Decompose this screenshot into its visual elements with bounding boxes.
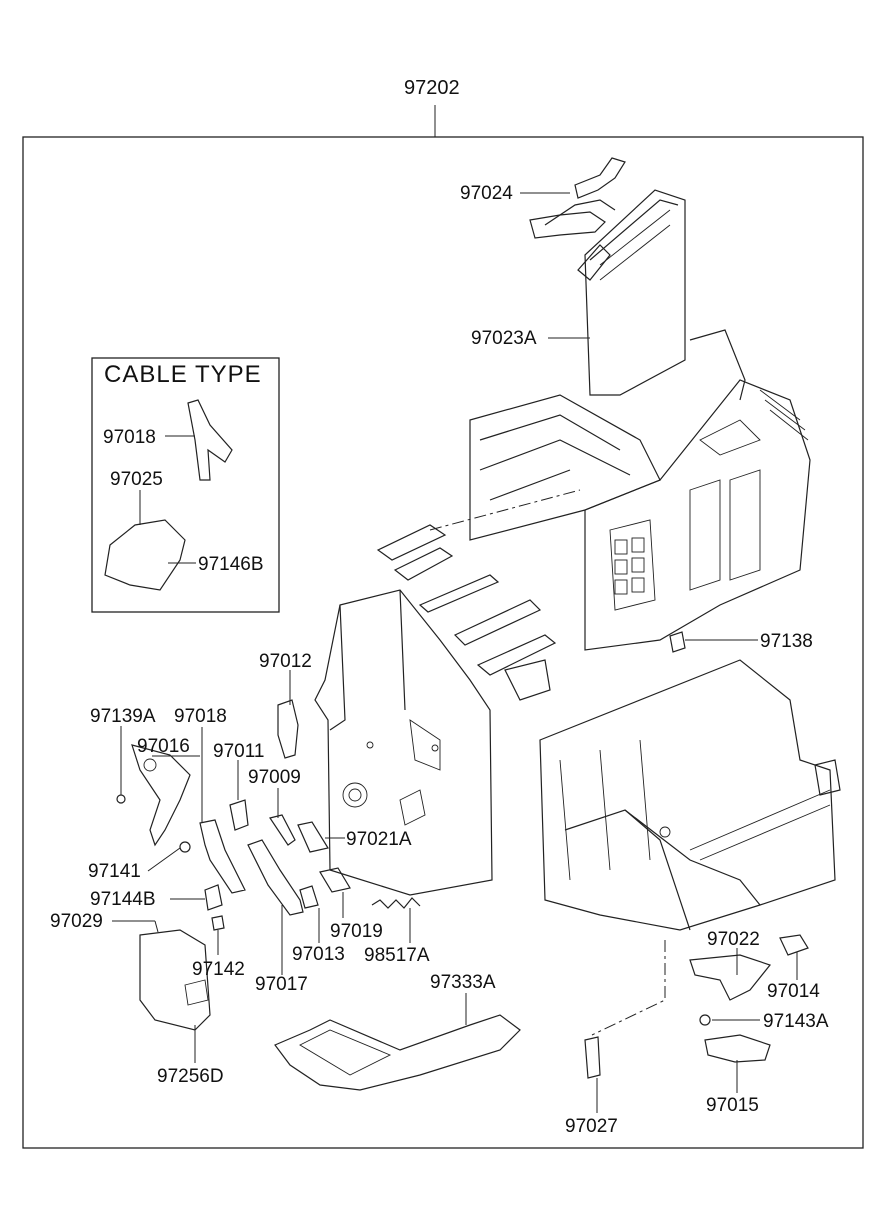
inset-part-label-97018: 97018 bbox=[103, 427, 156, 448]
part-label-97024: 97024 bbox=[460, 183, 513, 204]
part-label-97014: 97014 bbox=[767, 981, 820, 1002]
lever-97017 bbox=[247, 839, 304, 916]
door-panels bbox=[376, 489, 581, 701]
part-label-97019: 97019 bbox=[330, 921, 383, 942]
inset-lever-97018 bbox=[187, 399, 233, 481]
part-label-97333A: 97333A bbox=[430, 972, 496, 993]
part-label-97018: 97018 bbox=[174, 706, 227, 727]
cable-type-title: CABLE TYPE bbox=[104, 361, 262, 388]
part-label-97141: 97141 bbox=[88, 861, 141, 882]
part-label-97016: 97016 bbox=[137, 736, 190, 757]
spring-98517A bbox=[371, 897, 421, 909]
part-label-97143A: 97143A bbox=[763, 1011, 829, 1032]
part-label-97012: 97012 bbox=[259, 651, 312, 672]
part-label-97144B: 97144B bbox=[90, 889, 156, 910]
actuator-97256D bbox=[139, 929, 211, 1031]
part-97142 bbox=[211, 915, 225, 931]
part-label-97142: 97142 bbox=[192, 959, 245, 980]
part-label-97023A: 97023A bbox=[471, 328, 537, 349]
drain-97027 bbox=[584, 1036, 601, 1079]
left-case bbox=[314, 589, 493, 896]
upper-case bbox=[469, 329, 811, 651]
inset-part-label-97025: 97025 bbox=[110, 469, 163, 490]
part-97021A bbox=[297, 821, 329, 853]
part-97333A bbox=[274, 1014, 521, 1091]
part-97015 bbox=[704, 1034, 771, 1063]
lever-97012 bbox=[277, 699, 299, 759]
part-97019 bbox=[319, 867, 351, 893]
inset-part-label-97146B: 97146B bbox=[198, 554, 264, 575]
screw-97139A bbox=[116, 794, 126, 804]
assembly-number-label: 97202 bbox=[404, 77, 460, 99]
part-97144B bbox=[204, 884, 223, 911]
part-label-97022: 97022 bbox=[707, 929, 760, 950]
part-label-97256D: 97256D bbox=[157, 1066, 224, 1087]
part-label-97139A: 97139A bbox=[90, 706, 156, 727]
part-label-97138: 97138 bbox=[760, 631, 813, 652]
nut-97141 bbox=[179, 841, 191, 853]
part-label-97017: 97017 bbox=[255, 974, 308, 995]
cable-type-inset-frame bbox=[91, 357, 280, 613]
lever-97016 bbox=[131, 744, 191, 847]
part-label-97015: 97015 bbox=[706, 1095, 759, 1116]
clip-97138 bbox=[669, 631, 686, 653]
part-label-97011: 97011 bbox=[213, 741, 265, 762]
part-97022 bbox=[689, 954, 772, 1001]
part-label-97027: 97027 bbox=[565, 1116, 618, 1137]
assembly-frame bbox=[22, 136, 864, 1149]
part-97143A bbox=[699, 1014, 711, 1026]
part-97014 bbox=[779, 934, 809, 956]
evaporator-core-97023A bbox=[577, 189, 686, 396]
pipe-97024 bbox=[529, 157, 626, 239]
part-label-97029: 97029 bbox=[50, 911, 103, 932]
part-label-98517A: 98517A bbox=[364, 945, 430, 966]
part-label-97009: 97009 bbox=[248, 767, 301, 788]
inset-bracket-97025 bbox=[104, 519, 186, 591]
part-97009 bbox=[269, 814, 296, 846]
part-97013 bbox=[299, 885, 319, 909]
part-label-97013: 97013 bbox=[292, 944, 345, 965]
lower-case bbox=[539, 659, 841, 931]
link-97018 bbox=[199, 819, 246, 894]
part-label-97021A: 97021A bbox=[346, 829, 412, 850]
part-97011 bbox=[229, 799, 249, 831]
